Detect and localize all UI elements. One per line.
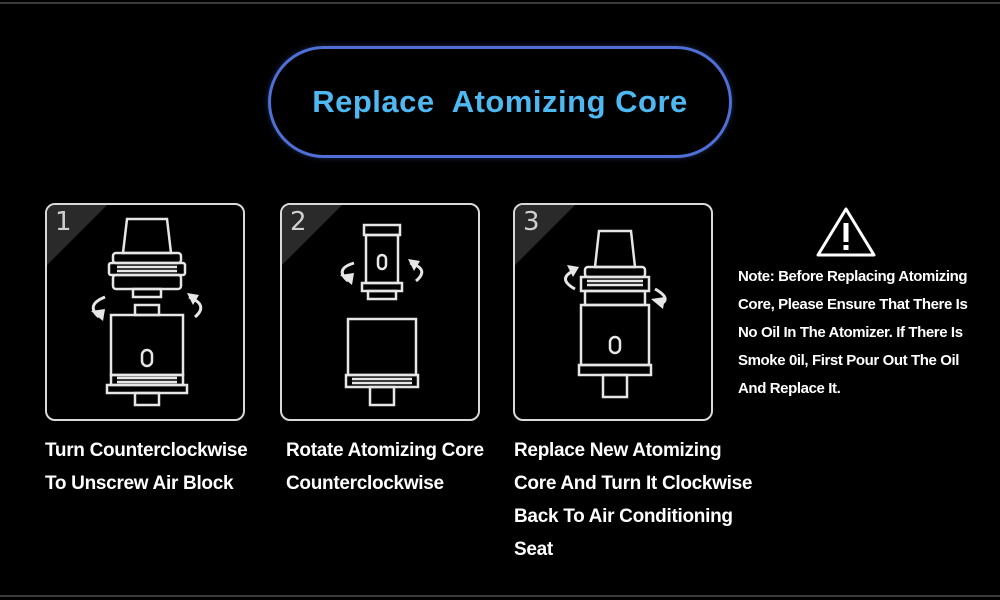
note-line: Note: Before Replacing Atomizing xyxy=(738,268,968,285)
caption-line: To Unscrew Air Block xyxy=(45,473,234,494)
caption-line: Seat xyxy=(514,539,553,560)
step-2-panel: 2 xyxy=(280,203,480,421)
step-1-illustration xyxy=(91,217,203,407)
bottom-divider xyxy=(0,595,1000,597)
note-line: Core, Please Ensure That There Is xyxy=(738,296,968,313)
step-3-illustration xyxy=(564,229,667,399)
step-corner-decoration xyxy=(515,205,575,265)
note-line: No Oil In The Atomizer. If There Is xyxy=(738,324,963,341)
caption-line: Turn Counterclockwise xyxy=(45,440,248,461)
step-2-caption: Rotate Atomizing Core Counterclockwise xyxy=(286,434,484,500)
step-3-number: 3 xyxy=(523,207,540,237)
note-line: And Replace It. xyxy=(738,380,841,397)
caption-line: Core And Turn It Clockwise xyxy=(514,473,753,494)
page-title: Replace Atomizing Core xyxy=(312,84,688,119)
step-corner-decoration xyxy=(47,205,107,265)
step-1-panel: 1 xyxy=(45,203,245,421)
caption-line: Rotate Atomizing Core xyxy=(286,440,484,461)
caption-line: Counterclockwise xyxy=(286,473,444,494)
step-3-panel: 3 xyxy=(513,203,713,421)
step-2-number: 2 xyxy=(290,207,307,237)
top-divider xyxy=(0,2,1000,4)
step-1-caption: Turn Counterclockwise To Unscrew Air Blo… xyxy=(45,434,248,500)
title-banner: Replace Atomizing Core xyxy=(268,46,732,158)
step-3-caption: Replace New Atomizing Core And Turn It C… xyxy=(514,434,752,566)
step-corner-decoration xyxy=(282,205,342,265)
step-2-illustration xyxy=(340,223,424,407)
caption-line: Back To Air Conditioning xyxy=(514,506,733,527)
warning-triangle-icon xyxy=(816,207,876,257)
caption-line: Replace New Atomizing xyxy=(514,440,722,461)
warning-note: Note: Before Replacing Atomizing Core, P… xyxy=(738,263,993,403)
note-line: Smoke 0il, First Pour Out The Oil xyxy=(738,352,960,369)
step-1-number: 1 xyxy=(55,207,72,237)
